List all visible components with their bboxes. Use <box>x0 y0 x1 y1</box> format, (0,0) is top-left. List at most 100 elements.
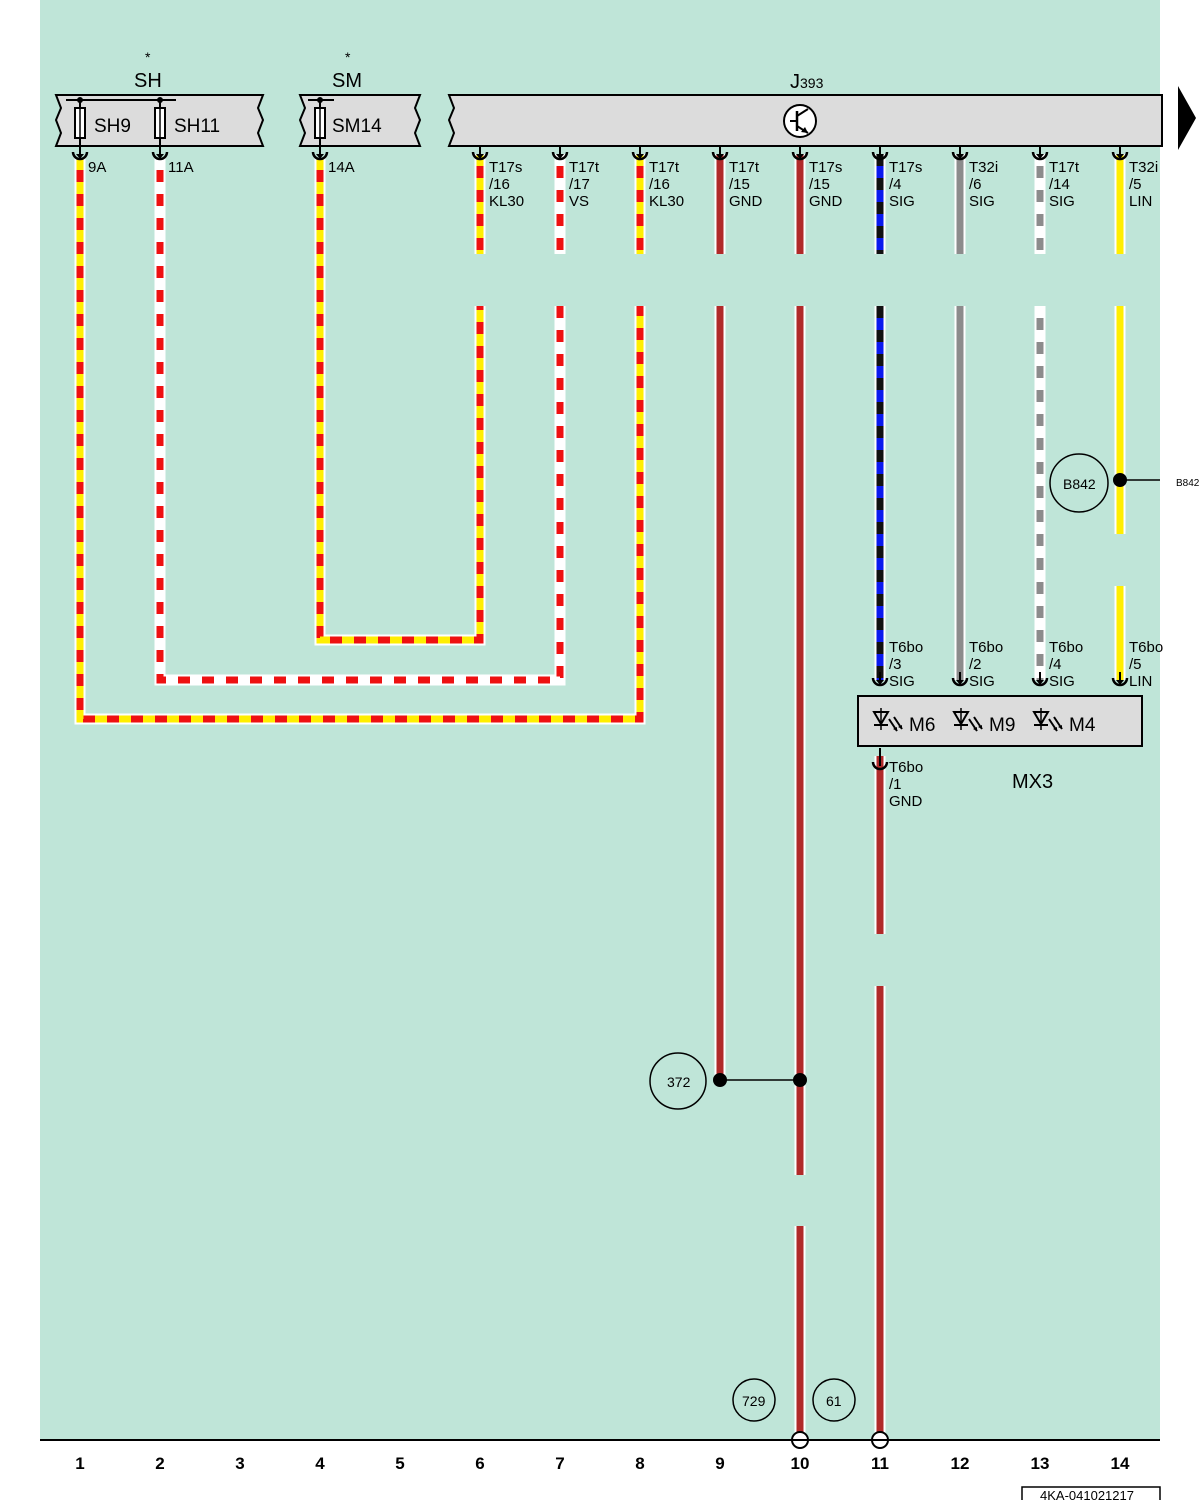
b842-ref-circle <box>1049 453 1109 513</box>
column-number-11: 11 <box>871 1454 889 1473</box>
j393-pin-col-13-line-2: /14 <box>1049 176 1070 193</box>
wire-sh9-to-j393-kl30-t17t[interactable] <box>76 158 644 723</box>
connector-j393-col-13 <box>1031 146 1049 161</box>
b842-continuation-label: B842 <box>1176 478 1200 489</box>
fuse-sh9-label: SH9 <box>94 116 131 137</box>
ref-372-circle <box>649 1052 707 1110</box>
fuse-sm14-label: SM14 <box>332 116 382 137</box>
b842-ref-label: B842 <box>1063 476 1096 492</box>
column-number-12: 12 <box>951 1454 970 1473</box>
j393-pin-col-11-line-1: T17s <box>889 159 922 176</box>
column-number-3: 3 <box>235 1454 244 1473</box>
connector-mx3-col-11 <box>871 672 889 687</box>
j393-pin-col-10-line-2: /15 <box>809 176 830 193</box>
column-number-6: 6 <box>475 1454 484 1473</box>
wire-sh11-to-j393-vs[interactable] <box>156 158 564 684</box>
connector-mx3-gnd <box>871 748 889 771</box>
pin-label-9a: 9A <box>88 159 106 176</box>
mx3-pin-col-14-line-3: LIN <box>1129 673 1152 690</box>
column-number-5: 5 <box>395 1454 404 1473</box>
column-number-14: 14 <box>1111 1454 1130 1473</box>
j393-pin-col-12-line-1: T32i <box>969 159 998 176</box>
column-number-2: 2 <box>155 1454 164 1473</box>
j393-pin-col-7-line-2: /17 <box>569 176 590 193</box>
j393-pin-col-9-line-2: /15 <box>729 176 750 193</box>
mx3-gnd-pin-line-2: /1 <box>889 776 902 793</box>
ref-729-label: 729 <box>742 1393 766 1409</box>
connector-11a <box>151 146 169 161</box>
ref-61-circle <box>812 1378 856 1422</box>
j393-pin-col-11-line-2: /4 <box>889 176 902 193</box>
j393-pin-col-9-line-3: GND <box>729 193 763 210</box>
j393-pin-col-8-line-3: KL30 <box>649 193 684 210</box>
j393-pin-col-14-line-1: T32i <box>1129 159 1158 176</box>
column-number-1: 1 <box>75 1454 84 1473</box>
j393-title: J393 <box>790 71 824 93</box>
j393-pin-col-12-line-2: /6 <box>969 176 982 193</box>
b842-junction-dot <box>1113 473 1127 487</box>
mx3-pin-col-11-line-3: SIG <box>889 673 915 690</box>
j393-pin-col-9-line-1: T17t <box>729 159 760 176</box>
connector-mx3-col-13 <box>1031 672 1049 687</box>
j393-pin-col-14-line-3: LIN <box>1129 193 1152 210</box>
j393-pin-col-7-line-1: T17t <box>569 159 600 176</box>
column-number-4: 4 <box>315 1454 325 1473</box>
j393-pin-col-7-line-3: VS <box>569 193 589 210</box>
j393-pin-col-11-line-3: SIG <box>889 193 915 210</box>
j393-pin-col-6-line-3: KL30 <box>489 193 524 210</box>
connector-mx3-col-12 <box>951 672 969 687</box>
wire-sm14-to-j393-kl30-t17s[interactable] <box>316 158 484 644</box>
junction-372-dot-right <box>793 1073 807 1087</box>
drawing-id: 4KA-041021217 <box>1040 1488 1134 1500</box>
mx3-pin-col-13-line-1: T6bo <box>1049 639 1083 656</box>
led-icon <box>1032 708 1063 732</box>
mx3-pin-col-11-line-2: /3 <box>889 656 902 673</box>
connector-j393-col-14 <box>1111 146 1129 161</box>
ref-61-label: 61 <box>826 1393 842 1409</box>
mx3-pin-col-11-line-1: T6bo <box>889 639 923 656</box>
connector-j393-col-7 <box>551 146 569 161</box>
drawing-id-box: 4KA-041021217 <box>1021 1486 1161 1500</box>
j393-pin-col-6-line-2: /16 <box>489 176 510 193</box>
pin-label-14a: 14A <box>328 159 355 176</box>
sm-title: SM <box>332 70 362 92</box>
j393-pin-col-8-line-1: T17t <box>649 159 680 176</box>
ref-372-label: 372 <box>667 1074 691 1090</box>
column-number-13: 13 <box>1031 1454 1050 1473</box>
mx3-led1-label: M6 <box>909 715 935 736</box>
connector-14a <box>311 146 329 161</box>
diagram-white-margin <box>0 0 40 1500</box>
mx3-pin-col-13-line-2: /4 <box>1049 656 1062 673</box>
fuse-sh11-label: SH11 <box>174 116 220 137</box>
j393-pin-col-8-line-2: /16 <box>649 176 670 193</box>
sh-asterisk: * <box>145 49 151 65</box>
mx3-pin-col-14-line-2: /5 <box>1129 656 1142 673</box>
mx3-pin-col-14-line-1: T6bo <box>1129 639 1163 656</box>
led-module-mx3[interactable]: MX3 <box>857 695 1143 793</box>
j393-pin-col-13-line-3: SIG <box>1049 193 1075 210</box>
mx3-title: MX3 <box>1012 771 1053 793</box>
connector-j393-col-12 <box>951 146 969 161</box>
j393-pin-col-6-line-1: T17s <box>489 159 522 176</box>
connector-j393-col-6 <box>471 146 489 161</box>
mx3-led3-label: M4 <box>1069 715 1096 736</box>
mx3-pin-col-13-line-3: SIG <box>1049 673 1075 690</box>
connector-j393-col-11 <box>871 146 889 161</box>
mx3-gnd-pin-line-3: GND <box>889 793 923 810</box>
connector-9a <box>71 146 89 161</box>
connector-j393-col-10 <box>791 146 809 161</box>
mx3-led2-label: M9 <box>989 715 1015 736</box>
j393-pin-col-10-line-1: T17s <box>809 159 842 176</box>
control-unit-j393[interactable]: J393 <box>447 71 1163 147</box>
led-icon <box>872 708 903 732</box>
column-number-9: 9 <box>715 1454 724 1473</box>
pin-label-11a: 11A <box>168 159 194 176</box>
wires <box>74 158 646 725</box>
j393-pin-col-10-line-3: GND <box>809 193 843 210</box>
junction-372-dot-left <box>713 1073 727 1087</box>
column-number-10: 10 <box>791 1454 810 1473</box>
fuse-box-sm: SM14 * SM <box>298 49 422 150</box>
mx3-pin-col-12-line-1: T6bo <box>969 639 1003 656</box>
